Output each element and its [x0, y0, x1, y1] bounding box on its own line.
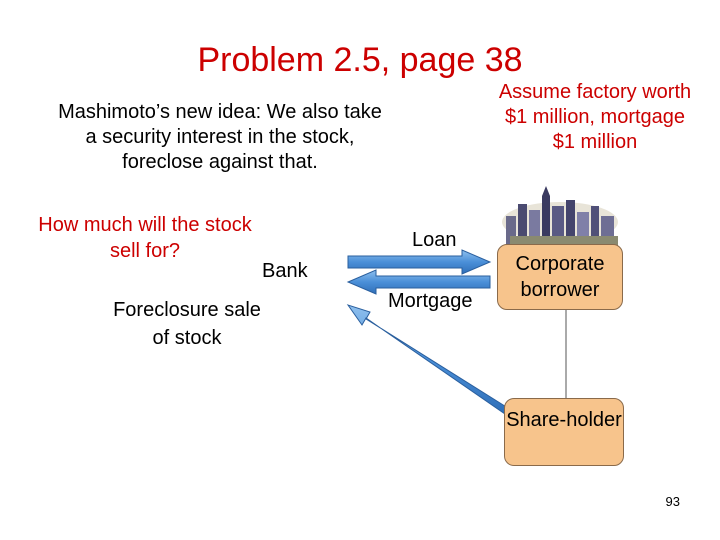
bank-node: Bank — [262, 260, 308, 282]
foreclosure-label: Foreclosure sale of stock — [113, 299, 261, 349]
shareholder-node: Share-holder — [504, 398, 624, 466]
idea-text: Mashimoto’s new idea: We also take a sec… — [58, 101, 382, 173]
page-number: 93 — [665, 494, 680, 509]
corporate-borrower-node: Corporate borrower — [497, 244, 623, 310]
page-title: Problem 2.5, page 38 — [197, 41, 523, 79]
mortgage-label: Mortgage — [388, 290, 473, 312]
stock-pledge-arrow — [346, 304, 509, 415]
question-text: How much will the stock sell for? — [38, 214, 252, 262]
city-skyline-icon — [502, 186, 618, 246]
mortgage-arrow — [346, 269, 491, 295]
assumption-text: Assume factory worth $1 million, mortgag… — [498, 81, 692, 153]
loan-label: Loan — [412, 229, 457, 251]
loan-arrow — [347, 249, 492, 275]
